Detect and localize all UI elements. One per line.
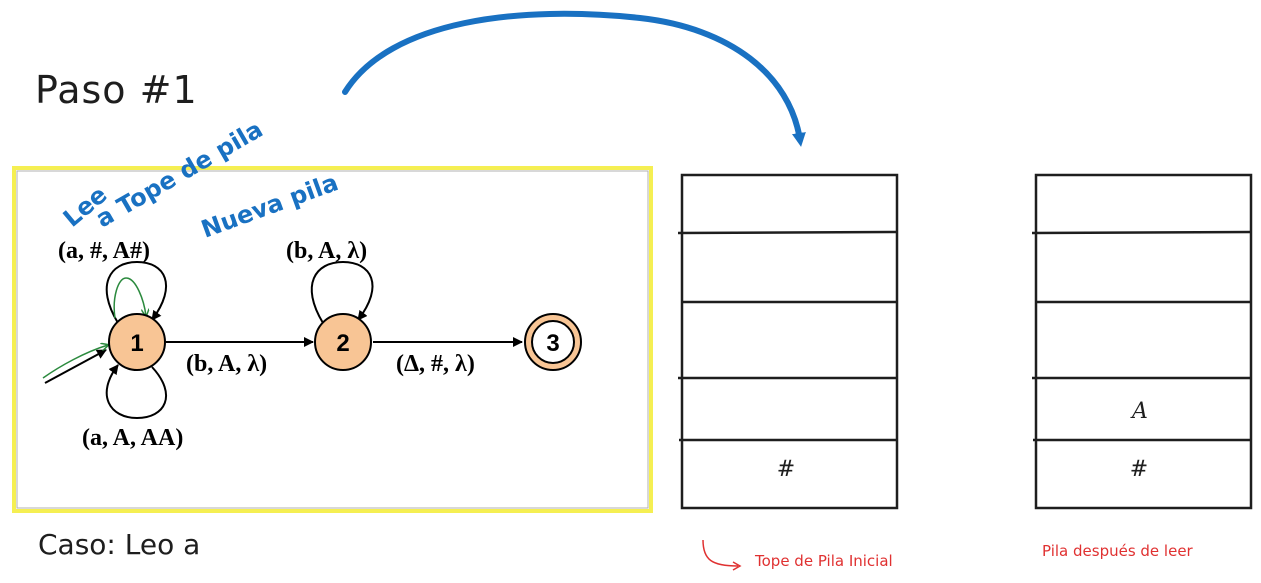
stack-after-cell-3: A: [1130, 399, 1148, 424]
label-loop-1-top: (a, #, A#): [58, 238, 150, 264]
state-2-label: 2: [336, 330, 349, 357]
red-hook-arrow: [702, 539, 739, 567]
state-1-label: 1: [130, 330, 143, 357]
label-edge-2-3: (Δ, #, λ): [396, 351, 475, 377]
label-loop-2-top: (b, A, λ): [286, 238, 367, 264]
stack-initial-note: Tope de Pila Inicial: [755, 552, 893, 570]
label-loop-1-bottom: (a, A, AA): [82, 425, 183, 451]
stack-after-cell-4: #: [1130, 457, 1148, 482]
start-arrow: [44, 349, 107, 384]
green-trace-loop: [113, 277, 146, 319]
blue-curved-arrow: [342, 10, 806, 147]
loop-1-top: [105, 260, 168, 324]
state-3-accepting: 3: [524, 313, 582, 371]
state-1: 1: [108, 313, 166, 371]
loop-1-bottom: [105, 364, 168, 420]
stack-after: A #: [1031, 173, 1253, 510]
stack-initial: #: [677, 173, 899, 510]
state-2: 2: [314, 313, 372, 371]
label-edge-1-2: (b, A, λ): [186, 351, 267, 377]
stack-after-note: Pila después de leer: [1042, 542, 1193, 560]
loop-2-top: [310, 260, 374, 324]
green-trace-start: [42, 345, 108, 379]
case-caption: Caso: Leo a: [38, 528, 201, 561]
state-3-label: 3: [546, 330, 559, 357]
stack-initial-cell-4: #: [777, 457, 795, 482]
page-title: Paso #1: [35, 68, 198, 112]
